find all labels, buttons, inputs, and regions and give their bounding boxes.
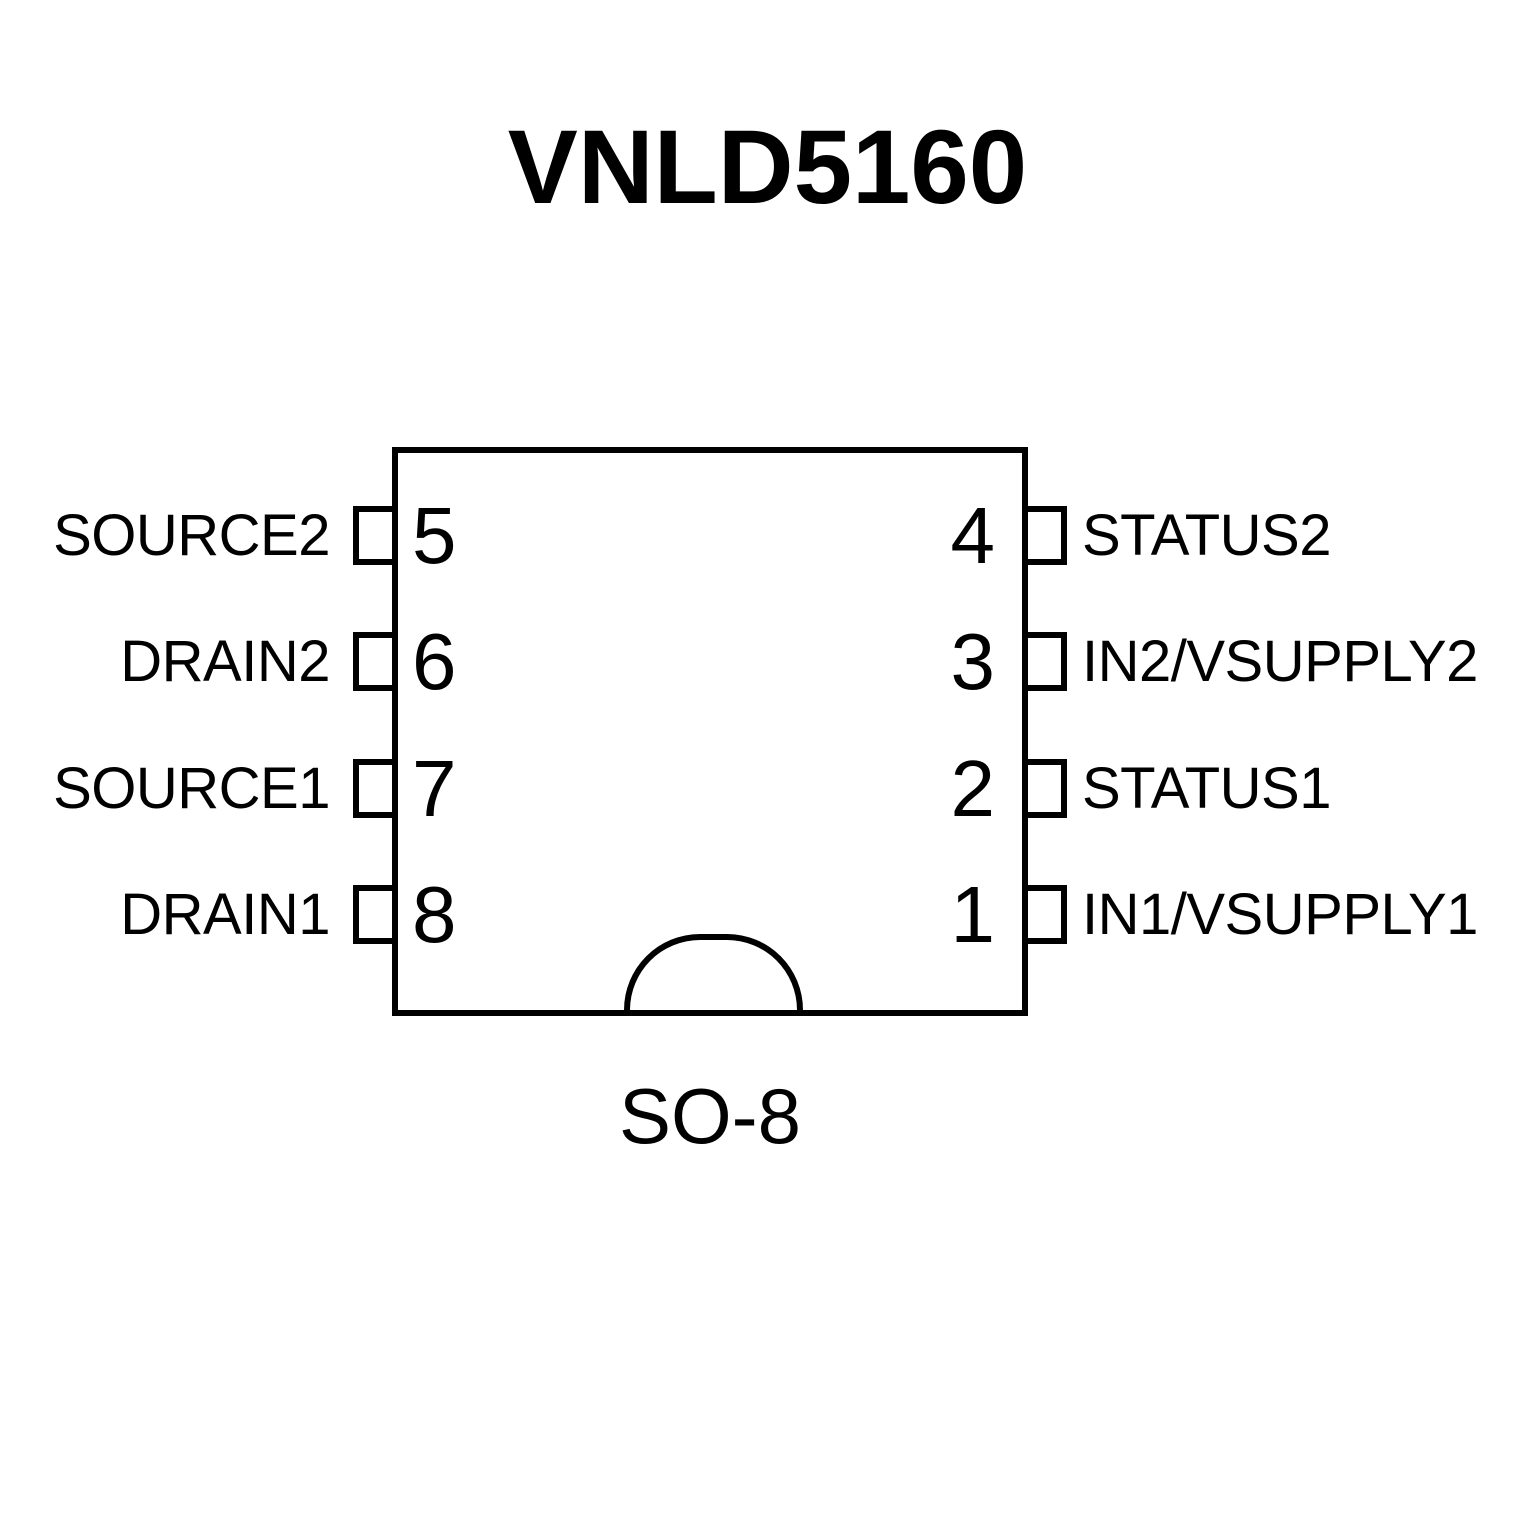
pin-number-7: 7 [412, 744, 457, 833]
pin-number-6: 6 [412, 617, 457, 706]
pin-pad-3 [1022, 632, 1067, 691]
pin-label-drain2: DRAIN2 [120, 629, 330, 694]
pin-pad-2 [1022, 759, 1067, 818]
pin-label-source2: SOURCE2 [53, 503, 330, 568]
pin-number-4: 4 [950, 491, 996, 580]
chip-body-outline [392, 447, 1028, 1016]
pin-pad-6 [353, 632, 398, 691]
pin-label-status1: STATUS1 [1082, 756, 1331, 821]
pin-pad-1 [1022, 885, 1067, 944]
pin-label-drain1: DRAIN1 [120, 882, 330, 947]
pin-number-2: 2 [950, 744, 996, 833]
pin-number-5: 5 [412, 491, 457, 580]
pin-pad-7 [353, 759, 398, 818]
pin-pad-4 [1022, 506, 1067, 565]
pin-number-8: 8 [412, 870, 457, 959]
pin-number-1: 1 [950, 870, 996, 959]
pin-number-3: 3 [950, 617, 996, 706]
pin-label-in2-vsupply2: IN2/VSUPPLY2 [1082, 629, 1478, 694]
pin-pad-5 [353, 506, 398, 565]
pin-label-status2: STATUS2 [1082, 503, 1331, 568]
pin-label-in1-vsupply1: IN1/VSUPPLY1 [1082, 882, 1478, 947]
pin-pad-8 [353, 885, 398, 944]
pin-label-source1: SOURCE1 [53, 756, 330, 821]
part-number-title: VNLD5160 [507, 109, 1028, 226]
package-name: SO-8 [618, 1072, 802, 1160]
